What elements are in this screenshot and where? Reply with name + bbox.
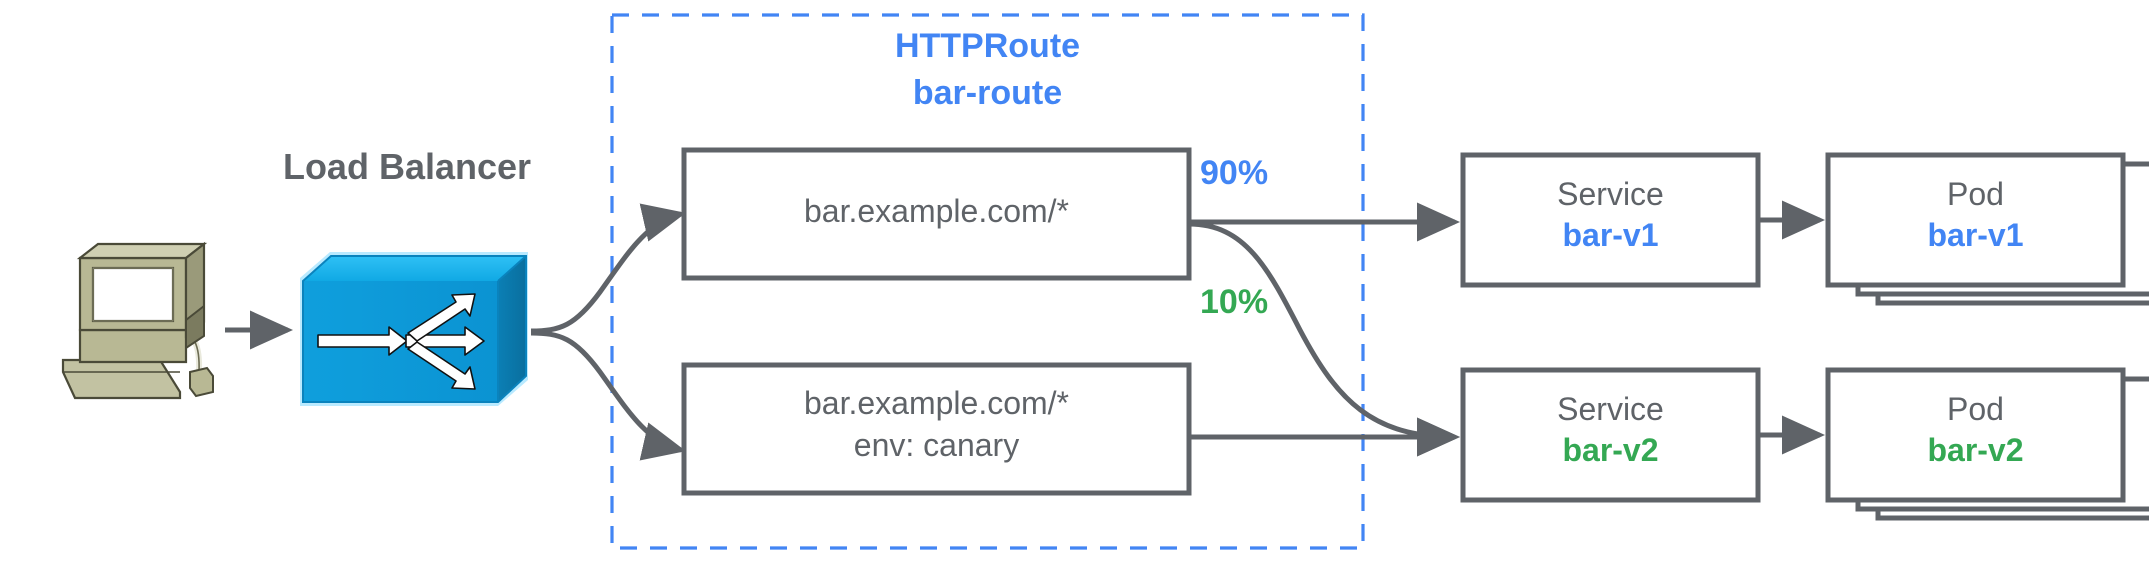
arrow-rule1-to-service-v2 xyxy=(1188,221,1460,457)
route-rule-2-header-match: env: canary xyxy=(853,427,1020,463)
pod-v2-kind-label: Pod xyxy=(1947,391,2004,427)
arrow-lb-to-rule-1 xyxy=(530,203,686,334)
route-rule-2-hostname: bar.example.com/* xyxy=(803,385,1069,421)
route-rule-box-2[interactable] xyxy=(681,362,1192,496)
weight-label-10: 10% xyxy=(1200,283,1269,321)
pod-stack-v1 xyxy=(1825,152,2149,306)
route-rule-1-hostname: bar.example.com/* xyxy=(803,193,1069,229)
load-balancer-router-icon xyxy=(300,252,528,406)
httproute-dashed-boundary xyxy=(610,13,1365,550)
route-rule-box-1[interactable] xyxy=(681,147,1192,281)
httproute-kind-label: HTTPRoute xyxy=(894,27,1081,65)
load-balancer-label: Load Balancer xyxy=(282,146,532,187)
pod-stack-v2 xyxy=(1825,367,2149,521)
weight-label-90: 90% xyxy=(1200,154,1269,192)
pod-box-v2-replica-1[interactable] xyxy=(1825,367,2126,503)
service-box-v2[interactable] xyxy=(1460,367,1761,503)
pod-v1-kind-label: Pod xyxy=(1947,176,2004,212)
service-box-v1[interactable] xyxy=(1460,152,1761,288)
pod-v1-name-label: bar-v1 xyxy=(1927,217,2024,253)
arrow-lb-to-rule-2 xyxy=(530,330,686,461)
service-v2-kind-label: Service xyxy=(1557,391,1664,427)
service-v2-name-label: bar-v2 xyxy=(1562,432,1659,468)
desktop-computer-icon xyxy=(61,241,214,400)
pod-box-v1-replica-1[interactable] xyxy=(1825,152,2126,288)
httproute-name-label: bar-route xyxy=(912,74,1063,112)
service-v1-name-label: bar-v1 xyxy=(1562,217,1659,253)
service-v1-kind-label: Service xyxy=(1557,176,1664,212)
pod-v2-name-label: bar-v2 xyxy=(1927,432,2024,468)
